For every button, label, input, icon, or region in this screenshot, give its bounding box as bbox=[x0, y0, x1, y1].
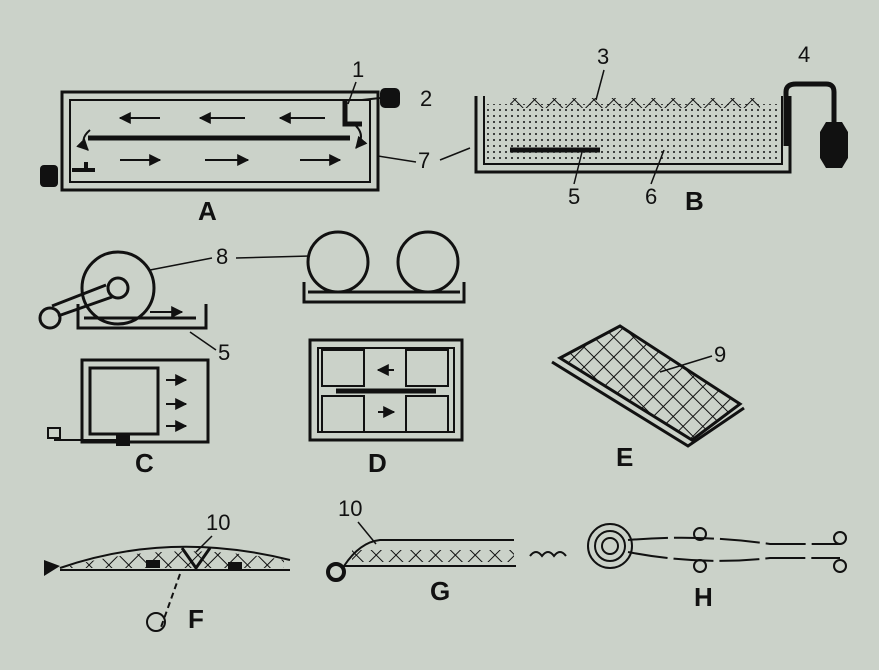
roll-inner bbox=[601, 537, 619, 555]
paddle-wheel bbox=[342, 100, 362, 127]
callout-10: 10 bbox=[206, 510, 230, 535]
collector-ring bbox=[146, 612, 166, 632]
panel-c: 5 C bbox=[38, 250, 230, 478]
caption-b: B bbox=[685, 186, 704, 216]
leader-line bbox=[149, 257, 213, 271]
turn-arrow bbox=[355, 125, 368, 149]
panel-b: 3 4 5 6 B bbox=[474, 42, 848, 216]
caption-d: D bbox=[368, 448, 387, 478]
egg-net bbox=[70, 551, 284, 568]
caption-a: A bbox=[198, 196, 217, 226]
motor-icon bbox=[380, 88, 400, 108]
egg-net bbox=[352, 550, 514, 562]
drum-wheel bbox=[80, 250, 156, 326]
float-ring bbox=[833, 559, 847, 573]
tank-outer-wall bbox=[80, 358, 210, 444]
leader-line bbox=[235, 255, 311, 259]
net-opening bbox=[180, 547, 212, 571]
callout-10: 10 bbox=[338, 496, 362, 521]
drop-line bbox=[159, 573, 181, 631]
drum-frame bbox=[321, 395, 365, 433]
motor-icon bbox=[40, 165, 58, 187]
net-frame bbox=[551, 360, 745, 448]
caption-g: G bbox=[430, 576, 450, 606]
caption-c: C bbox=[135, 448, 154, 478]
turn-arrow bbox=[76, 129, 91, 151]
leader-line bbox=[659, 355, 713, 373]
sand-bed bbox=[486, 104, 780, 162]
incubator-inner-wall bbox=[483, 96, 783, 165]
leader-line bbox=[439, 147, 471, 161]
bag-top bbox=[59, 545, 291, 569]
callout-3: 3 bbox=[597, 44, 609, 69]
motor-icon bbox=[38, 306, 62, 330]
float-ring bbox=[693, 559, 707, 573]
drive-belt bbox=[51, 283, 113, 318]
float-ring bbox=[833, 531, 847, 545]
incubator-outer-wall bbox=[474, 96, 792, 174]
leader-line bbox=[189, 331, 217, 351]
tank-inner-wall bbox=[69, 99, 371, 183]
panel-g: 10 G bbox=[326, 496, 516, 606]
leader-line bbox=[357, 521, 377, 545]
callout-1: 1 bbox=[352, 57, 364, 82]
callout-9: 9 bbox=[714, 342, 726, 367]
leader-line bbox=[347, 81, 357, 105]
panel-a: 1 2 A bbox=[40, 57, 432, 226]
tank-outer-wall bbox=[60, 90, 380, 192]
callout-6: 6 bbox=[645, 184, 657, 209]
roll-outer bbox=[587, 523, 633, 569]
net-strip-top bbox=[627, 536, 840, 545]
coil-symbol bbox=[529, 551, 567, 558]
drum-wheel bbox=[306, 230, 370, 294]
callout-5: 5 bbox=[218, 340, 230, 365]
caption-e: E bbox=[616, 442, 633, 472]
caption-h: H bbox=[694, 582, 713, 612]
roll-middle bbox=[594, 530, 626, 562]
panel-h: H bbox=[587, 523, 847, 612]
callout-7: 7 bbox=[418, 148, 430, 173]
leader-line bbox=[650, 149, 665, 185]
water-pipe bbox=[783, 81, 837, 146]
float bbox=[146, 560, 160, 568]
screen-layer bbox=[510, 98, 760, 108]
drum-frame bbox=[405, 395, 449, 433]
paddle-wheel bbox=[116, 434, 130, 446]
leader-line bbox=[377, 155, 417, 163]
bag-knot bbox=[44, 560, 60, 576]
drum-frame bbox=[321, 349, 365, 387]
drum-wheel bbox=[396, 230, 460, 294]
pump-icon bbox=[820, 122, 848, 168]
float-ring bbox=[693, 527, 707, 541]
tank-inner-wall bbox=[317, 347, 455, 433]
trough bbox=[302, 282, 466, 304]
trough bbox=[76, 304, 208, 330]
float bbox=[228, 562, 242, 570]
callout-5: 5 bbox=[568, 184, 580, 209]
panel-f: 10 F bbox=[44, 510, 291, 634]
panel-e: 9 E bbox=[551, 324, 745, 472]
callout-2: 2 bbox=[420, 86, 432, 111]
hatching-net bbox=[556, 324, 743, 442]
tank-outer-wall bbox=[308, 338, 464, 442]
drum-frame bbox=[405, 349, 449, 387]
leader-line bbox=[595, 69, 605, 101]
callout-8: 8 bbox=[216, 244, 228, 269]
leader-line bbox=[573, 151, 583, 185]
drum-hub bbox=[106, 276, 130, 300]
callout-4: 4 bbox=[798, 42, 810, 67]
motor-icon bbox=[47, 427, 61, 439]
leader-line bbox=[195, 535, 213, 553]
net-cover bbox=[343, 539, 514, 567]
tank-partition bbox=[88, 366, 160, 436]
paddle-wheel bbox=[72, 162, 95, 172]
panel-d: D bbox=[302, 230, 466, 478]
net-strip-bottom bbox=[627, 551, 840, 562]
roller-icon bbox=[326, 562, 346, 582]
drive-shaft bbox=[361, 97, 381, 101]
caption-f: F bbox=[188, 604, 204, 634]
